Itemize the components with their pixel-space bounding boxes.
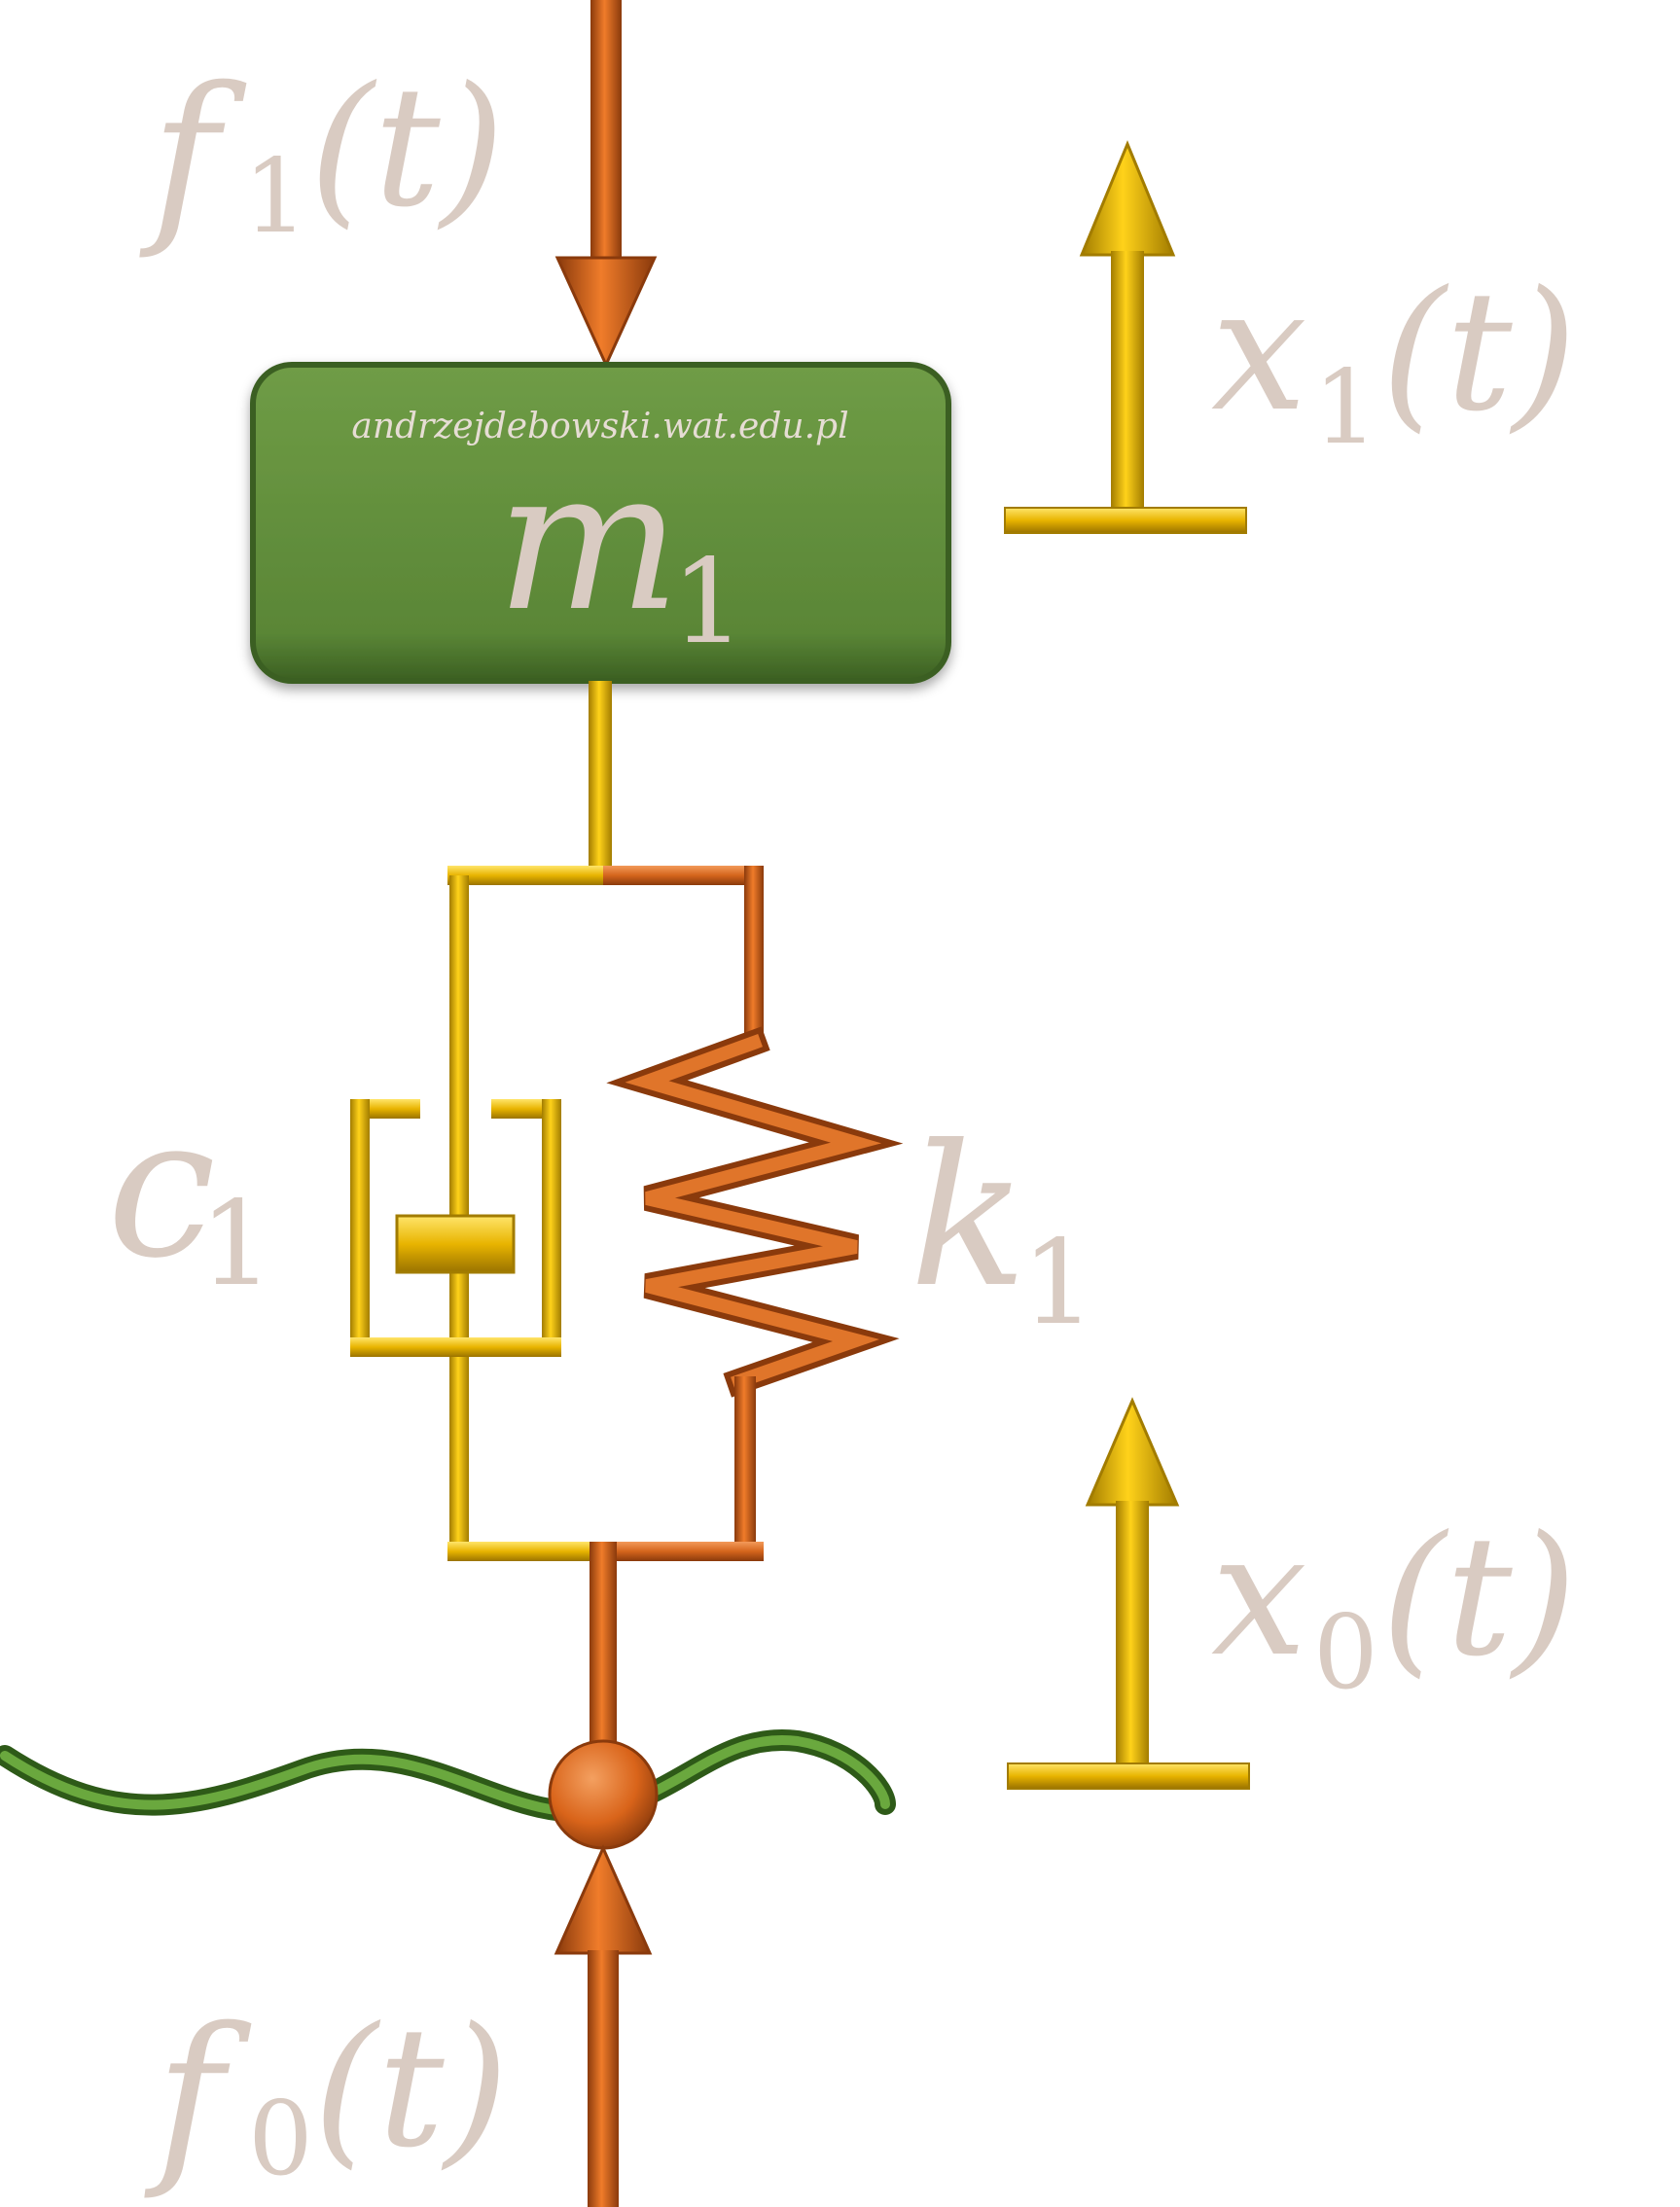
contact-ball-icon xyxy=(548,1739,659,1850)
frame-bottom-bar xyxy=(447,1542,764,1561)
frame-top-bar xyxy=(447,866,764,885)
mass-symbol: m xyxy=(496,428,681,655)
label-k1-symbol: k xyxy=(910,1104,1027,1331)
label-f1-subscript: 1 xyxy=(243,137,308,256)
connector-rod-top xyxy=(589,681,612,875)
damper xyxy=(350,875,561,1551)
spring xyxy=(606,866,904,1551)
label-x1-subscript: 1 xyxy=(1313,348,1378,467)
label-f0-arg: (t) xyxy=(313,1992,509,2185)
label-f0-symbol: f xyxy=(144,1988,252,2203)
wavy-ground-icon xyxy=(0,1728,896,1823)
damper-cylinder-bottom xyxy=(350,1337,561,1357)
damper-lower-rod xyxy=(449,1357,469,1551)
spring-lower-rod xyxy=(734,1376,756,1551)
connector-rod-bottom xyxy=(590,1542,617,1746)
displacement-x1-indicator xyxy=(1004,140,1247,534)
damper-cylinder-left xyxy=(350,1099,370,1357)
label-x1-arg: (t) xyxy=(1381,256,1577,448)
watermark-text: andrzejdebowski.wat.edu.pl xyxy=(351,407,848,446)
label-c1-subscript: 1 xyxy=(199,1177,273,1312)
damper-piston-rod xyxy=(449,875,469,1187)
spring-upper-rod xyxy=(744,866,764,1041)
damper-cylinder-right xyxy=(542,1099,561,1357)
mass-subscript: 1 xyxy=(671,535,745,670)
label-f1-symbol: f xyxy=(139,48,247,263)
label-c1-symbol: c xyxy=(107,1075,216,1301)
label-k1-subscript: 1 xyxy=(1021,1216,1095,1351)
force-arrow-bottom xyxy=(554,1844,653,2207)
damper-piston xyxy=(395,1214,516,1274)
label-x0-subscript: 0 xyxy=(1313,1593,1378,1712)
label-f1-arg: (t) xyxy=(309,52,505,244)
force-arrow-top xyxy=(554,0,658,369)
label-f0-subscript: 0 xyxy=(248,2080,313,2198)
label-x0-symbol: x xyxy=(1211,1497,1307,1694)
label-x0-arg: (t) xyxy=(1381,1501,1577,1693)
displacement-x0-indicator xyxy=(1007,1397,1250,1790)
label-x1-symbol: x xyxy=(1211,252,1307,449)
